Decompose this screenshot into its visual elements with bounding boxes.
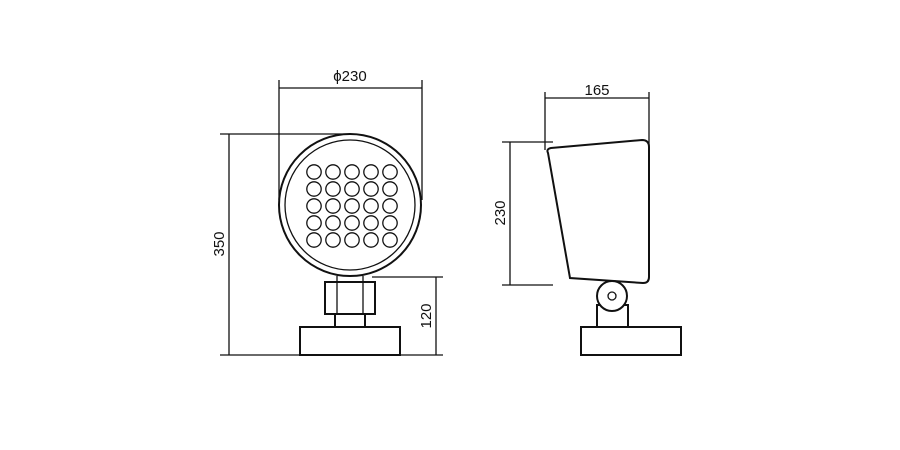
side-depth-dimension: 165 (544, 82, 650, 150)
led (382, 198, 398, 214)
led (306, 181, 322, 197)
front-height-dimension: 350 (211, 133, 350, 356)
led (382, 164, 398, 180)
led (382, 215, 398, 231)
led (325, 215, 341, 231)
led (363, 181, 379, 197)
led (382, 232, 398, 248)
led (363, 232, 379, 248)
side-depth-label: 165 (584, 82, 609, 99)
led (306, 198, 322, 214)
led (363, 164, 379, 180)
led (382, 181, 398, 197)
led (325, 164, 341, 180)
led (344, 164, 360, 180)
front-base (299, 326, 401, 356)
side-height-label: 230 (492, 200, 509, 225)
front-lamp-head (278, 133, 422, 277)
led (306, 164, 322, 180)
side-view: 165 230 (492, 82, 682, 356)
led (344, 198, 360, 214)
side-height-dimension: 230 (492, 141, 553, 286)
led (325, 198, 341, 214)
led (306, 215, 322, 231)
front-base-height-label: 120 (418, 303, 435, 328)
led-array (306, 164, 398, 248)
front-diameter-label: ϕ230 (333, 68, 366, 85)
side-housing (546, 138, 650, 285)
front-bracket (324, 276, 376, 328)
led (325, 232, 341, 248)
led (344, 215, 360, 231)
led (363, 198, 379, 214)
led (325, 181, 341, 197)
front-base-height-dimension: 120 (372, 276, 443, 356)
front-diameter-dimension: ϕ230 (278, 68, 423, 200)
side-base (580, 326, 682, 356)
side-pivot (596, 280, 629, 328)
front-height-label: 350 (211, 231, 228, 256)
led (363, 215, 379, 231)
led (344, 232, 360, 248)
led (306, 232, 322, 248)
led (344, 181, 360, 197)
front-view: ϕ230 350 120 (211, 68, 443, 356)
